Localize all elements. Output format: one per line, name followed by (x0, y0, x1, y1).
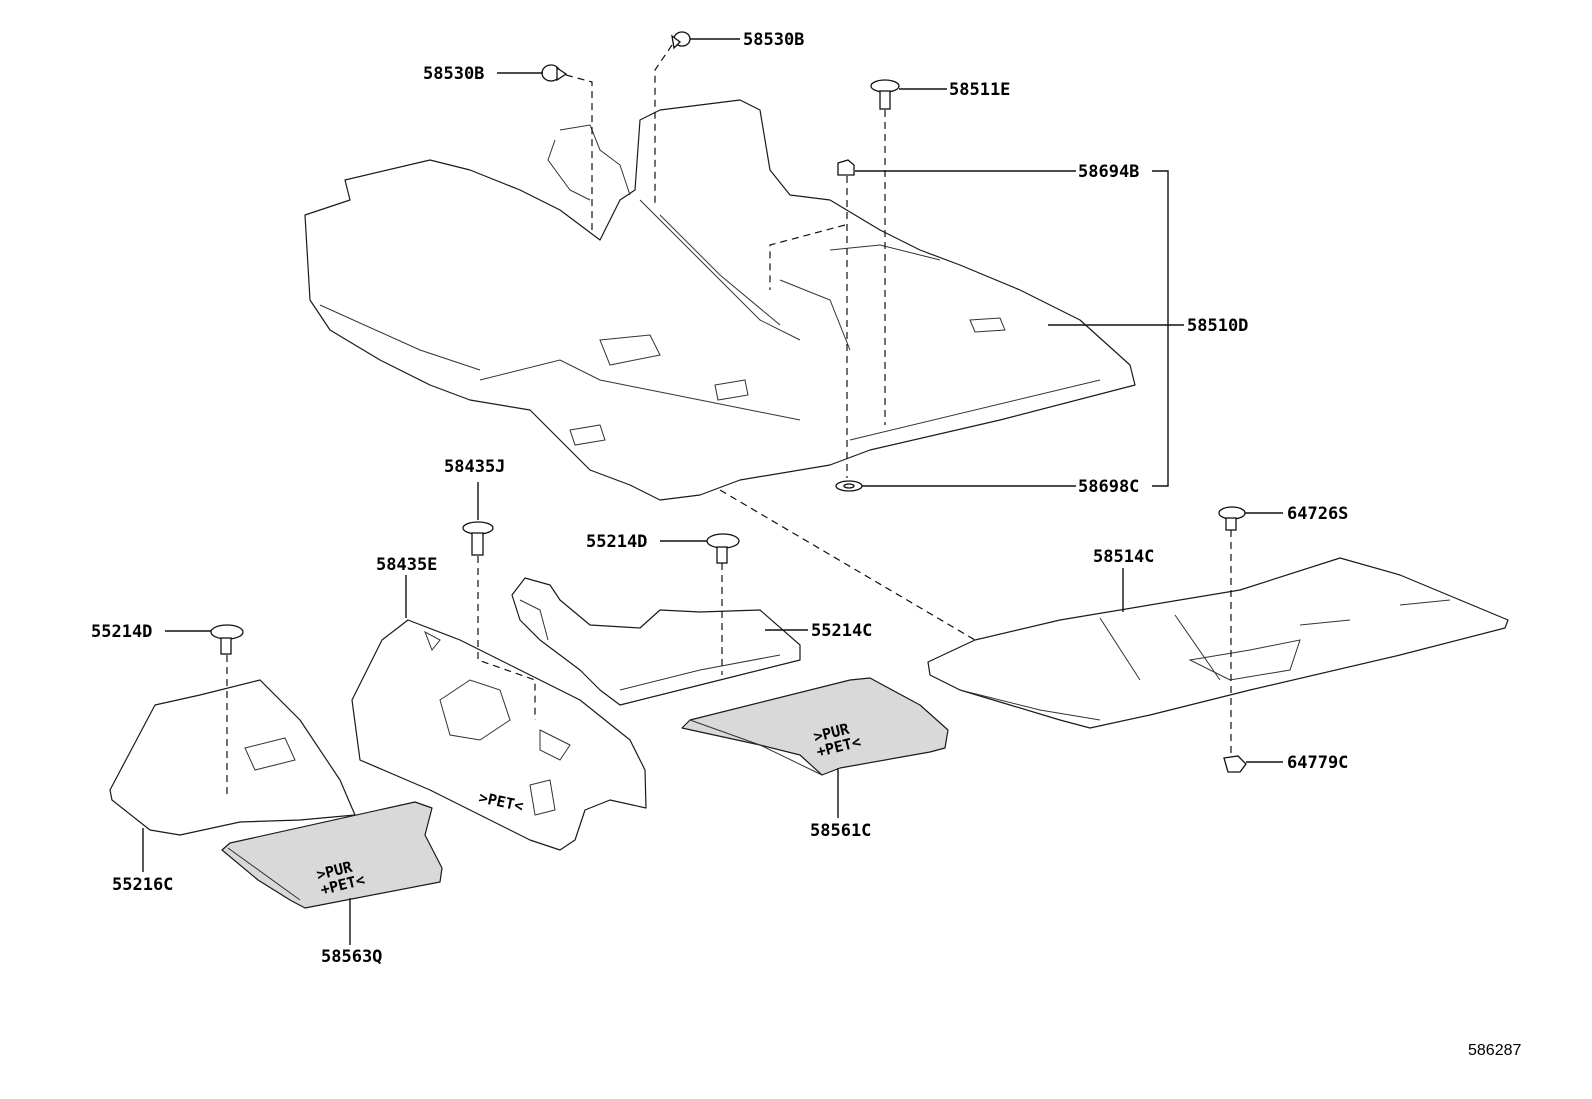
label-58435J: 58435J (444, 457, 505, 477)
clip-64779C (1223, 755, 1247, 773)
fastener-64726S (1218, 506, 1246, 531)
clip-58694B (837, 159, 855, 176)
clip-58698C (835, 480, 863, 492)
insert-58563Q: >PUR +PET< (221, 801, 443, 909)
clip-58530B-left (541, 64, 568, 82)
fastener-58435J (462, 521, 494, 556)
fastener-58511E (870, 79, 900, 110)
fasteners (210, 31, 1247, 773)
callouts: 58530B 58530B 58511E 58694B 58510D 58698… (91, 30, 1348, 967)
label-64779C: 64779C (1287, 753, 1348, 773)
label-58698C: 58698C (1078, 477, 1139, 497)
silencer-55216C (109, 679, 356, 836)
label-58694B: 58694B (1078, 162, 1139, 182)
label-55214C: 55214C (811, 621, 872, 641)
fastener-55214D-left (210, 624, 244, 655)
floor-silencer-55214C (511, 577, 801, 706)
label-58511E: 58511E (949, 80, 1010, 100)
insert-58561C: >PUR +PET< (681, 677, 949, 776)
label-64726S: 64726S (1287, 504, 1348, 524)
label-58563Q: 58563Q (321, 947, 382, 967)
fastener-55214D-middle (706, 533, 740, 564)
leader-lines (142, 38, 1283, 945)
pet-stamp-58435E: >PET< (477, 788, 525, 815)
rear-floor-carpet-58514C (927, 557, 1509, 729)
label-58510D: 58510D (1187, 316, 1248, 336)
label-58514C: 58514C (1093, 547, 1154, 567)
label-58435E: 58435E (376, 555, 437, 575)
label-58530B-left: 58530B (423, 64, 484, 84)
label-55214D-middle: 55214D (586, 532, 647, 552)
label-58561C: 58561C (810, 821, 871, 841)
label-55214D-left: 55214D (91, 622, 152, 642)
label-55216C: 55216C (112, 875, 173, 895)
clip-58530B-top (671, 31, 691, 50)
floor-carpet-58510D (304, 99, 1136, 501)
assembly-lines (226, 44, 1232, 795)
label-58530B-top: 58530B (743, 30, 804, 50)
reference-number: 586287 (1468, 1042, 1521, 1059)
